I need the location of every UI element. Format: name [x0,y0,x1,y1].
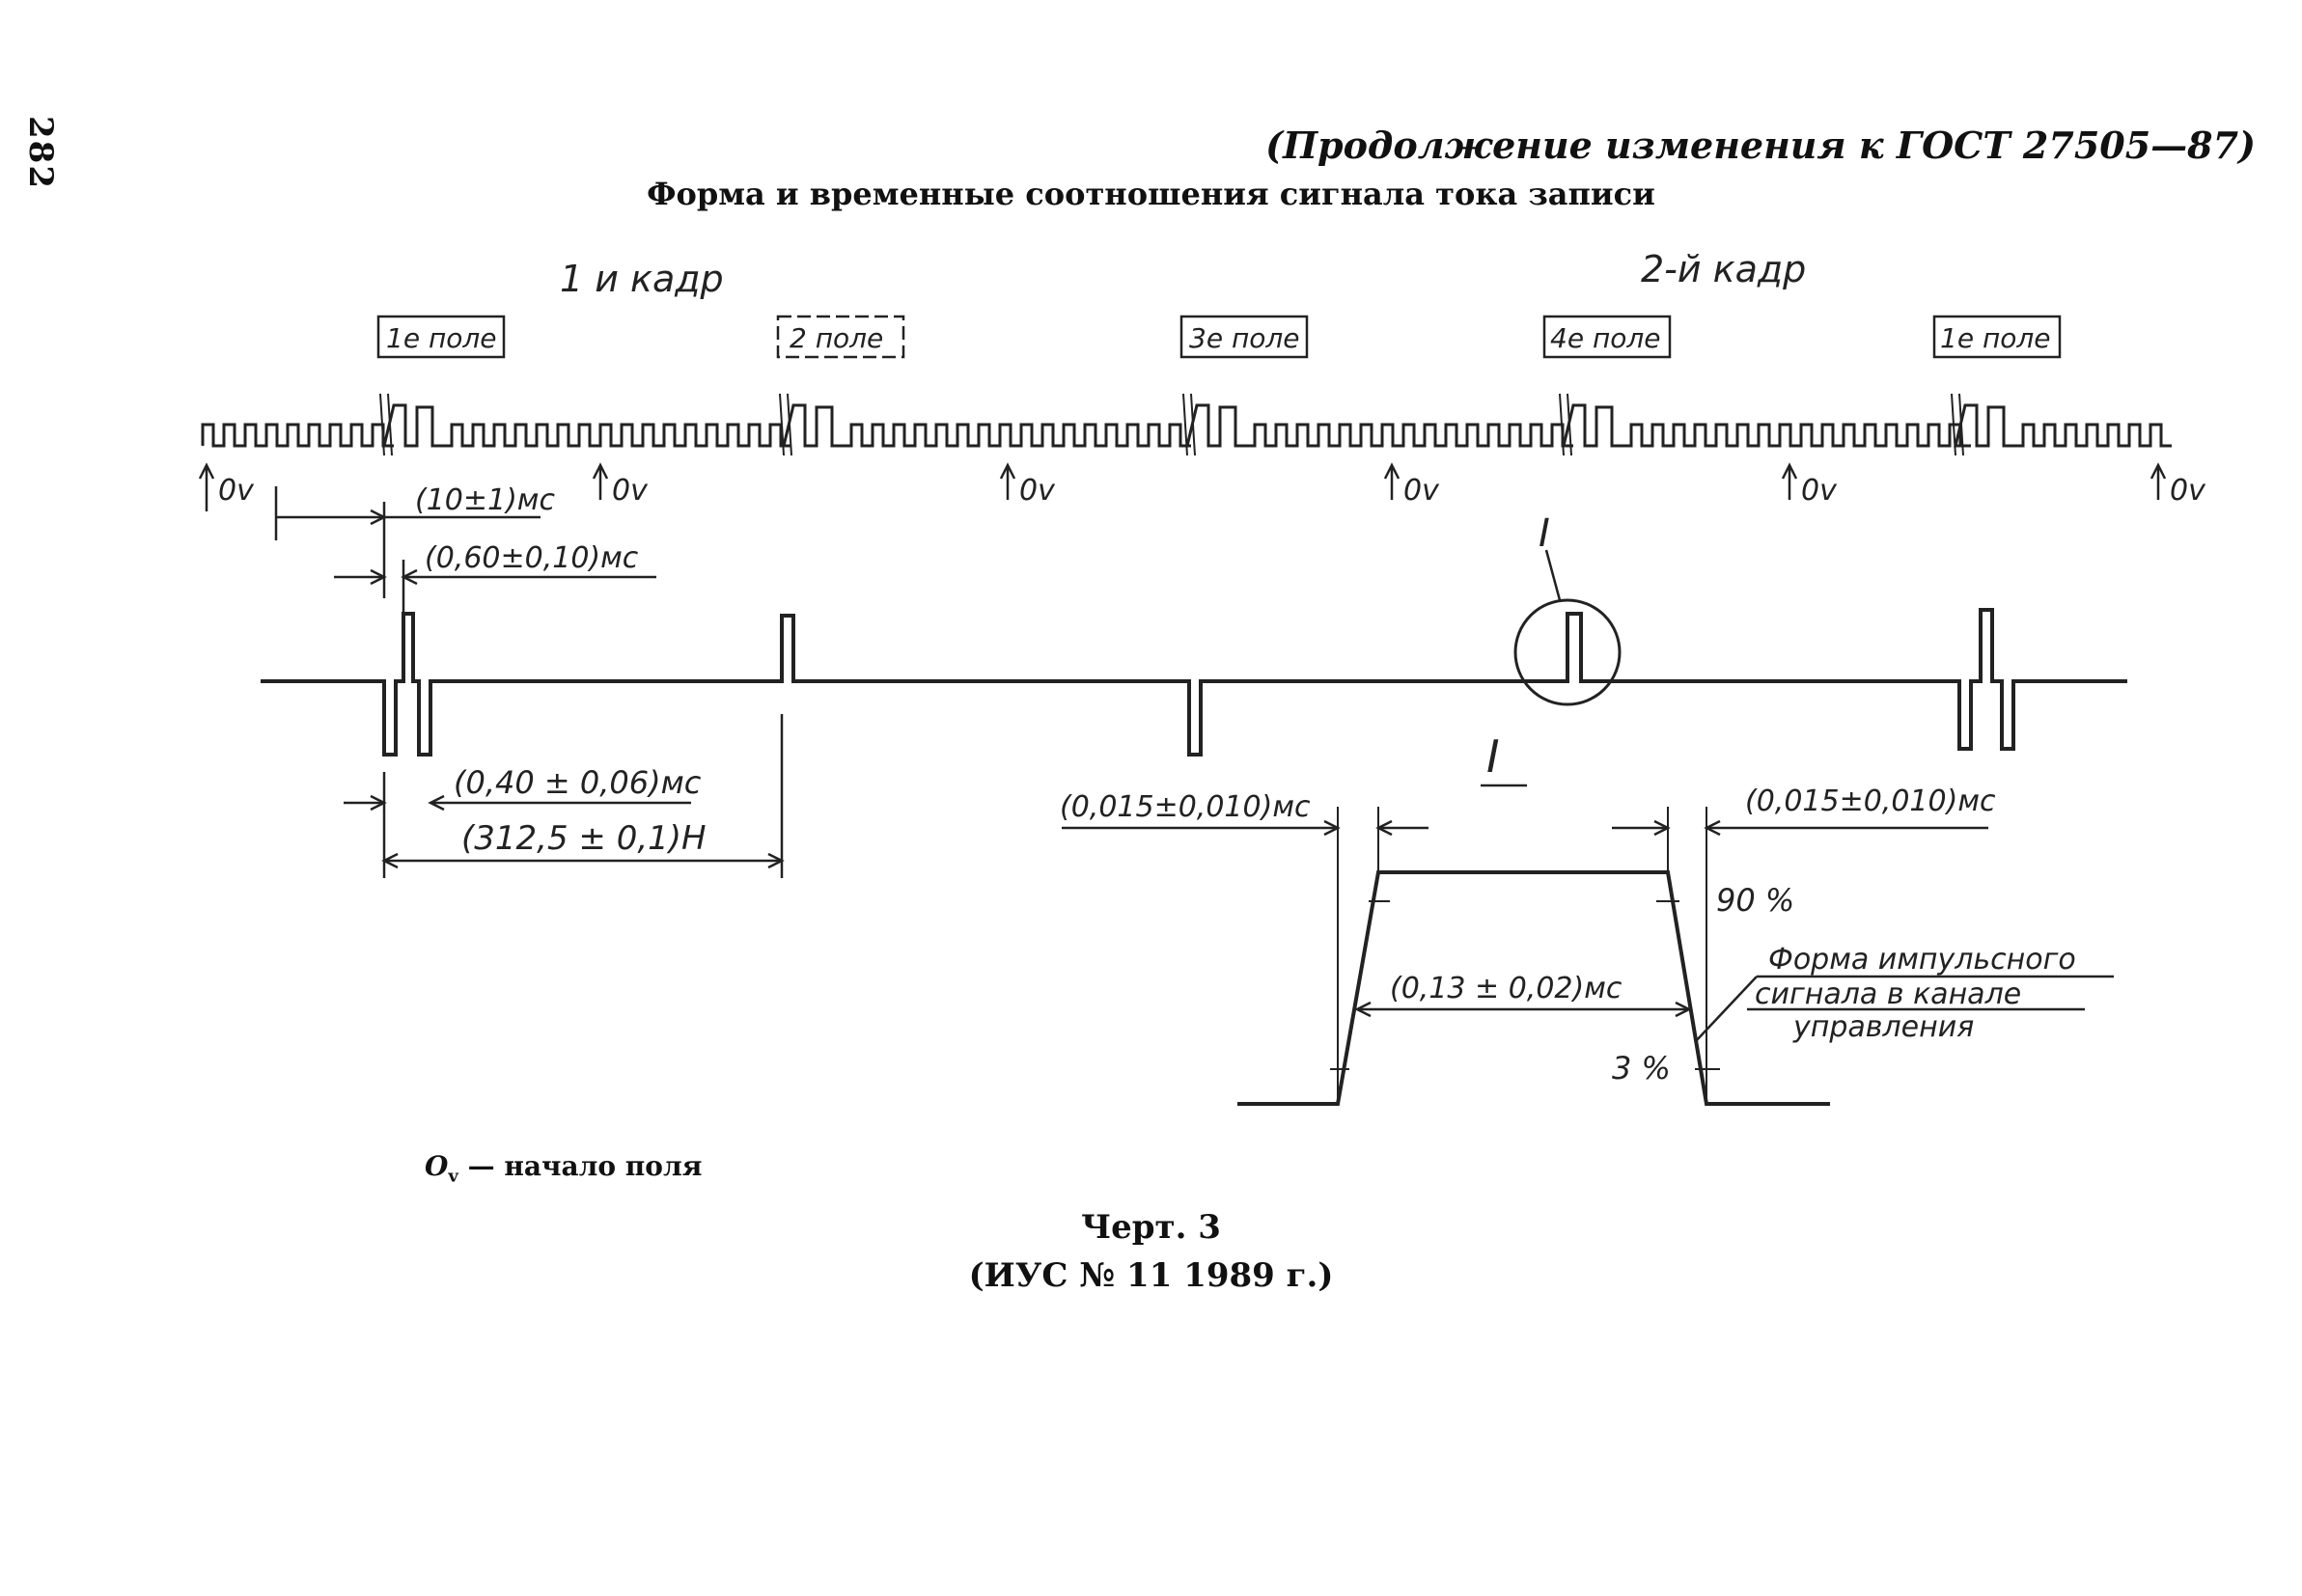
fall-label: (0,015±0,010)мс [1745,784,1996,818]
legend-symbol: O [425,1150,449,1182]
ius-reference: (ИУС № 11 1989 г.) [968,1256,1334,1295]
legend-text: — начало поля [458,1150,703,1182]
field-label-5: 1е поле [1940,322,2051,354]
dim-fall [1612,819,1988,837]
detail-callout-circle [1513,598,1622,706]
note-line-1: Форма импульсного [1768,943,2076,977]
dim-312h [381,714,785,878]
detail-title: I [1486,730,1500,783]
dim-10ms-label: (10±1)мс [415,483,555,517]
ov-label-5: 0v [1801,474,1838,508]
level-low-label: 3 % [1612,1050,1671,1087]
ov-label-3: 0v [1019,474,1056,508]
dim-060ms [334,560,656,618]
callout-leader [1544,549,1562,601]
field-label-2: 2 поле [790,322,883,354]
callout-label: I [1539,511,1550,556]
ov-label-4: 0v [1403,474,1440,508]
dim-040ms-label: (0,40 ± 0,06)мс [454,764,702,801]
dim-10ms [274,486,541,598]
field-label-4: 4е поле [1550,322,1661,354]
legend-sub: v [448,1166,458,1187]
field-break-marks [379,393,1964,456]
dim-width [1354,1001,1692,1018]
width-label: (0,13 ± 0,02)мс [1390,972,1622,1005]
level-marks [1701,901,1720,1070]
ov-label-2: 0v [612,474,649,508]
dim-rise [1062,819,1428,837]
field-box-5 [1932,315,2062,359]
frame2-label: 2-й кадр [1641,248,1806,290]
figure-caption: Черт. 3 [1081,1208,1221,1247]
dim-060ms-label: (0,60±0,10)мс [425,541,639,575]
main-pulse-line [261,608,2127,757]
note-line-2: сигнала в канале [1755,977,2021,1011]
dim-312h-label: (312,5 ± 0,1)Н [461,819,707,858]
continuation-header: (Продолжение изменения к ГОСТ 27505—87) [1265,124,2256,167]
pulse-train [201,403,2172,448]
frame1-label: 1 и кадр [560,258,724,300]
rise-label: (0,015±0,010)мс [1060,790,1311,824]
ov-arrows [198,462,2167,511]
detail-pulse [1237,870,1830,1106]
field-label-3: 3е поле [1189,322,1300,354]
note-line-3: управления [1792,1010,1974,1044]
field-box-2 [776,315,905,359]
ov-label-6: 0v [2170,474,2206,508]
level-high-label: 90 % [1716,882,1794,919]
ov-label-1: 0v [218,474,255,508]
figure-title: Форма и временные соотношения сигнала то… [647,176,1655,212]
field-box-4 [1542,315,1672,359]
note-leader [1694,975,2114,1043]
field-label-1: 1е поле [386,322,497,354]
legend: Ov — начало поля [425,1150,702,1187]
detail-guides [1330,807,1714,1104]
field-box-3 [1179,315,1309,359]
field-box-1 [376,315,506,359]
